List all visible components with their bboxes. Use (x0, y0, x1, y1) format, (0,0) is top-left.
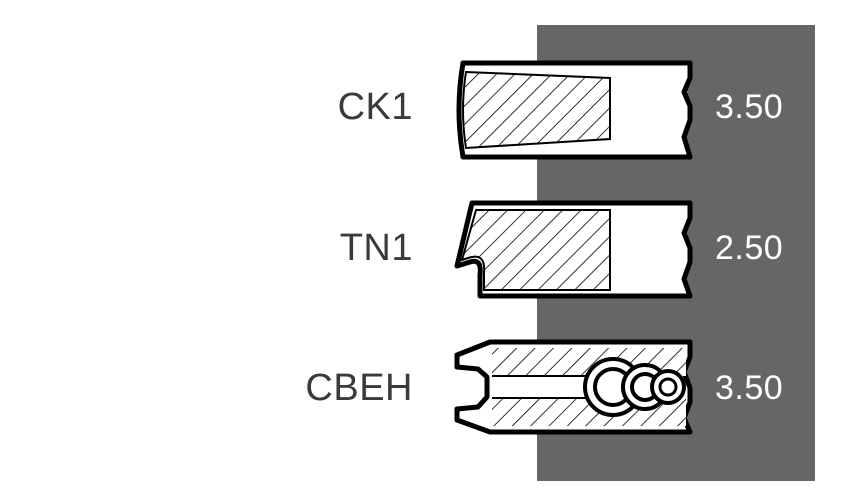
ring-section-cbeh (454, 339, 693, 435)
ring-section-ck1 (456, 60, 693, 160)
ring-label-cbeh: CBEH (305, 367, 413, 409)
ring-section-tn1 (454, 200, 693, 299)
ring-value-cbeh: 3.50 (715, 369, 784, 407)
ring-value-ck1: 3.50 (715, 88, 784, 126)
expander-spring (583, 357, 686, 417)
ring-label-ck1: CK1 (337, 86, 413, 128)
ring-label-tn1: TN1 (339, 227, 413, 269)
ring-value-tn1: 2.50 (715, 229, 784, 267)
